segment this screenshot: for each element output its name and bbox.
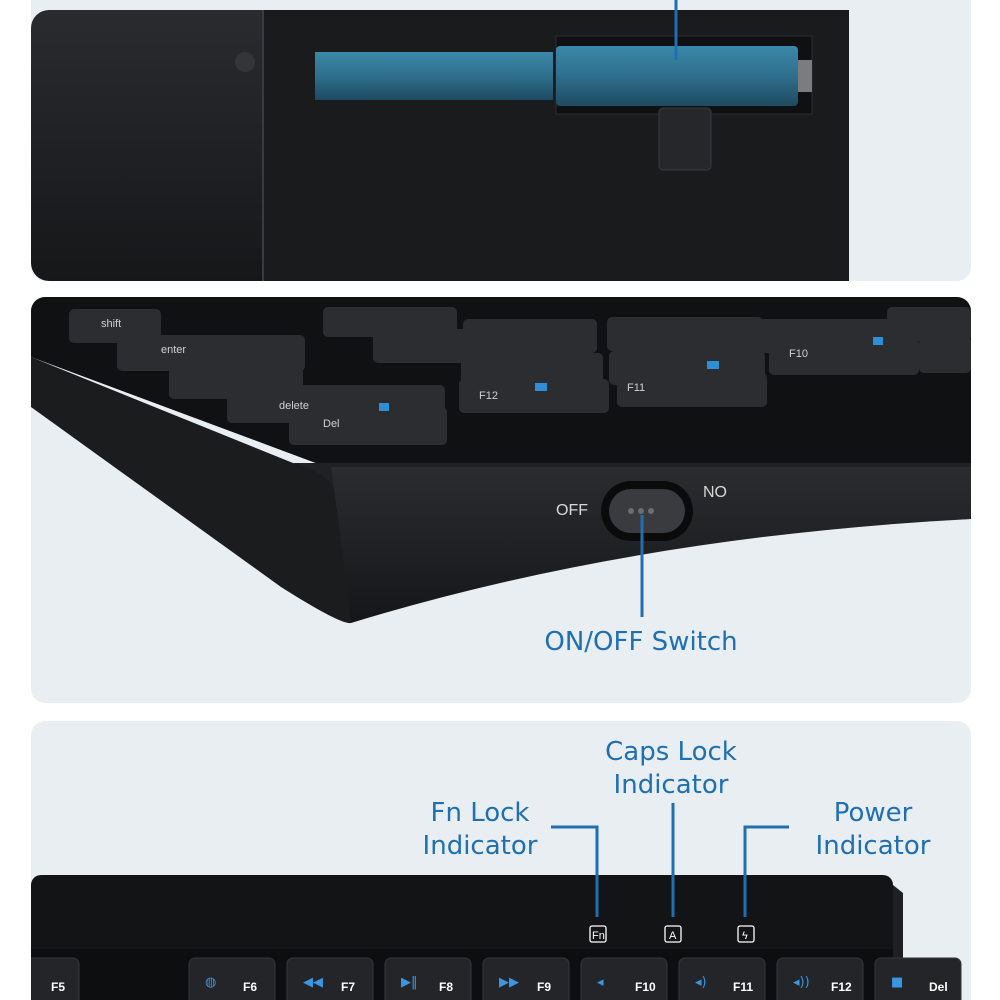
battery-left bbox=[315, 52, 553, 100]
power-callout-line1: Power bbox=[833, 798, 913, 828]
lock-icon: ■ bbox=[891, 975, 903, 990]
switch-off-label: OFF bbox=[556, 502, 588, 519]
rewind-icon: ◀◀ bbox=[303, 975, 323, 990]
fkey-f6[interactable]: F6 ◍ bbox=[188, 957, 276, 1000]
fkey-label: F8 bbox=[439, 980, 453, 994]
fkey-del[interactable]: Del ■ bbox=[874, 957, 962, 1000]
key-label-enter: enter bbox=[161, 344, 186, 356]
cover-latch bbox=[658, 107, 712, 171]
battery-compartment-illustration bbox=[31, 0, 849, 281]
power-switch-panel: shift enter delete F12 F11 F10 Del OFF N… bbox=[31, 297, 971, 703]
fkey-label: F11 bbox=[733, 980, 753, 994]
key-label-f11: F11 bbox=[627, 382, 645, 394]
fkey-label: F9 bbox=[537, 980, 551, 994]
fn-lock-callout-line1: Fn Lock bbox=[430, 798, 530, 828]
play-pause-icon: ▶‖ bbox=[401, 975, 418, 990]
fkey-f12[interactable]: F12 ◂)) bbox=[776, 957, 864, 1000]
on-off-switch[interactable] bbox=[609, 489, 685, 533]
keyboard-front-face bbox=[331, 467, 971, 623]
switch-callout: ON/OFF Switch bbox=[521, 626, 761, 659]
power-callout-line bbox=[743, 825, 789, 917]
svg-text:Fn: Fn bbox=[592, 930, 605, 942]
battery-right bbox=[556, 46, 798, 106]
svg-text:ϟ: ϟ bbox=[742, 930, 748, 942]
fn-lock-callout: Fn Lock Indicator bbox=[400, 797, 560, 863]
caps-lock-callout: Caps Lock Indicator bbox=[581, 736, 761, 802]
caps-lock-callout-line2: Indicator bbox=[613, 770, 729, 800]
switch-callout-text: ON/OFF Switch bbox=[544, 627, 738, 657]
caps-lock-callout-line1: Caps Lock bbox=[605, 737, 737, 767]
fast-forward-icon: ▶▶ bbox=[499, 975, 519, 990]
mute-icon: ◂ bbox=[597, 975, 604, 990]
key-label-del: Del bbox=[323, 418, 340, 430]
fkey-label: F12 bbox=[831, 980, 852, 994]
keyboard-side-illustration: shift enter delete F12 F11 F10 Del OFF N… bbox=[31, 297, 971, 624]
volume-up-icon: ◂)) bbox=[793, 975, 810, 990]
key-label-f12: F12 bbox=[479, 390, 498, 402]
fkey-label: F7 bbox=[341, 980, 355, 994]
upper-keys: shift enter delete F12 F11 F10 Del bbox=[69, 307, 971, 445]
keyboard-side-wall bbox=[31, 357, 351, 624]
fkey-label: F10 bbox=[635, 980, 656, 994]
key-label-f10: F10 bbox=[789, 348, 808, 360]
key-label-shift: shift bbox=[101, 318, 121, 330]
fkey-f8[interactable]: F8 ▶‖ bbox=[384, 957, 472, 1000]
battery-compartment-panel bbox=[31, 0, 971, 281]
fkey-f7[interactable]: F7 ◀◀ bbox=[286, 957, 374, 1000]
globe-icon: ◍ bbox=[205, 975, 216, 990]
fn-lock-icon: Fn bbox=[589, 925, 607, 943]
function-key-row: F5 F6 ◍ F7 ◀◀ F8 ▶‖ F9 ▶▶ F10 ◂ F11 ◂) F12 ◂)) Del ■ bbox=[31, 957, 962, 1000]
fkey-label: F5 bbox=[51, 980, 65, 994]
power-callout: Power Indicator bbox=[787, 797, 959, 863]
fkey-f10[interactable]: F10 ◂ bbox=[580, 957, 668, 1000]
fkey-f11[interactable]: F11 ◂) bbox=[678, 957, 766, 1000]
volume-down-icon: ◂) bbox=[695, 975, 707, 990]
fkey-f9[interactable]: F9 ▶▶ bbox=[482, 957, 570, 1000]
fkey-label: F6 bbox=[243, 980, 257, 994]
fn-lock-callout-line2: Indicator bbox=[422, 831, 538, 861]
fkey-label: Del bbox=[929, 980, 948, 994]
indicator-lights-panel: Fn A ϟ F5 F6 ◍ F7 ◀◀ F8 ▶‖ F9 ▶▶ F10 ◂ F11 ◂) F12 ◂)) D… bbox=[31, 721, 971, 1000]
switch-on-label: NO bbox=[703, 484, 727, 501]
keyboard-top-illustration: Fn A ϟ F5 F6 ◍ F7 ◀◀ F8 ▶‖ F9 ▶▶ F10 ◂ F11 ◂) F12 ◂)) D… bbox=[31, 803, 962, 1000]
fn-lock-callout-line bbox=[551, 825, 599, 917]
power-callout-line2: Indicator bbox=[815, 831, 931, 861]
cover-screw bbox=[235, 52, 255, 72]
caps-lock-icon: A bbox=[664, 925, 682, 943]
svg-text:A: A bbox=[669, 930, 677, 942]
key-label-delete: delete bbox=[279, 400, 309, 412]
fkey-f5[interactable]: F5 bbox=[31, 957, 80, 1000]
power-icon: ϟ bbox=[737, 925, 755, 943]
